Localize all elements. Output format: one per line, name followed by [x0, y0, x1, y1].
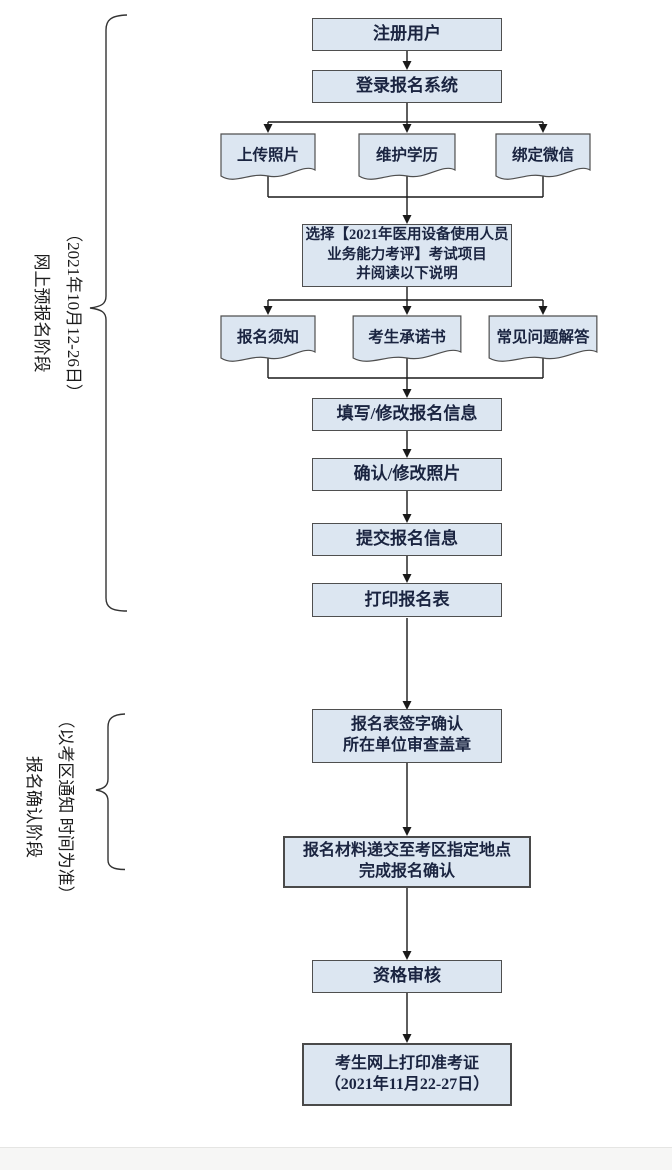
footer-bar [0, 1147, 672, 1170]
stage-2-date: （以考区通知 时间为准） [56, 711, 75, 903]
document-shape [352, 315, 462, 367]
flow-step-label-line2: 完成报名确认 [358, 863, 455, 880]
flow-step-label-line3: 并阅读以下说明 [356, 266, 458, 283]
flow-step-fill-info: 填写/修改报名信息 [312, 398, 502, 431]
flow-step-label-line1: 报名表签字确认 [350, 716, 463, 734]
stage-2-name: 报名确认阶段 [24, 756, 43, 858]
flow-step-label: 资格审核 [373, 966, 441, 986]
stage-braces [89, 14, 128, 871]
flow-step-label: 注册用户 [373, 24, 441, 44]
flow-step-submit-info: 提交报名信息 [312, 523, 502, 556]
flow-step-label-line1: 报名材料递交至考区指定地点 [302, 842, 511, 860]
doc-label: 常见问题解答 [496, 329, 590, 346]
flow-step-register-user: 注册用户 [312, 18, 502, 51]
doc-label: 上传照片 [236, 147, 299, 164]
flow-step-label: 提交报名信息 [356, 529, 458, 549]
doc-candidate-commitment: 考生承诺书 [352, 315, 462, 367]
document-shape [220, 315, 316, 367]
flow-step-label: 填写/修改报名信息 [336, 404, 478, 424]
stage-1-brace [89, 14, 128, 612]
stage-1-date: （2021年10月12-26日） [64, 225, 83, 401]
document-shape [358, 133, 456, 185]
arrowheads [263, 61, 548, 1043]
doc-label: 报名须知 [236, 329, 299, 346]
flow-step-login-system: 登录报名系统 [312, 70, 502, 103]
connector-lines [267, 50, 544, 1034]
flow-step-confirm-photo: 确认/修改照片 [312, 458, 502, 491]
doc-registration-notice: 报名须知 [220, 315, 316, 367]
flow-step-label-line2: 业务能力考评】考试项目 [327, 246, 487, 263]
flow-step-print-admission-ticket: 考生网上打印准考证 （2021年11月22-27日） [302, 1043, 512, 1106]
flow-step-label: 登录报名系统 [356, 76, 458, 96]
flow-step-select-exam: 选择【2021年医用设备使用人员 业务能力考评】考试项目 并阅读以下说明 [302, 224, 512, 287]
doc-faq: 常见问题解答 [488, 315, 598, 367]
flow-step-label-line1: 考生网上打印准考证 [334, 1054, 479, 1072]
stage-2-brace [95, 713, 126, 871]
doc-label: 维护学历 [375, 147, 438, 164]
flow-step-deliver-materials: 报名材料递交至考区指定地点 完成报名确认 [283, 836, 531, 888]
document-shape [220, 133, 316, 185]
doc-label: 绑定微信 [511, 147, 574, 164]
doc-maintain-education: 维护学历 [358, 133, 456, 185]
doc-label: 考生承诺书 [368, 329, 446, 346]
stage-2-label: （以考区通知 时间为准） 报名确认阶段 [17, 677, 81, 937]
flow-step-qualification-review: 资格审核 [312, 960, 502, 993]
flow-step-label-line2: （2021年11月22-27日） [324, 1075, 490, 1093]
document-shape [488, 315, 598, 367]
flow-step-label: 打印报名表 [364, 589, 450, 609]
flow-step-sign-confirm: 报名表签字确认 所在单位审查盖章 [312, 709, 502, 763]
flow-step-print-form: 打印报名表 [312, 583, 502, 617]
stage-1-label: （2021年10月12-26日） 网上预报名阶段 [25, 183, 89, 443]
document-shape [495, 133, 591, 185]
flow-step-label-line2: 所在单位审查盖章 [342, 737, 471, 754]
stage-1-name: 网上预报名阶段 [32, 253, 51, 373]
flow-step-label: 确认/修改照片 [353, 464, 461, 484]
doc-upload-photo: 上传照片 [220, 133, 316, 185]
flow-step-label-line1: 选择【2021年医用设备使用人员 [305, 227, 509, 244]
doc-bind-wechat: 绑定微信 [495, 133, 591, 185]
